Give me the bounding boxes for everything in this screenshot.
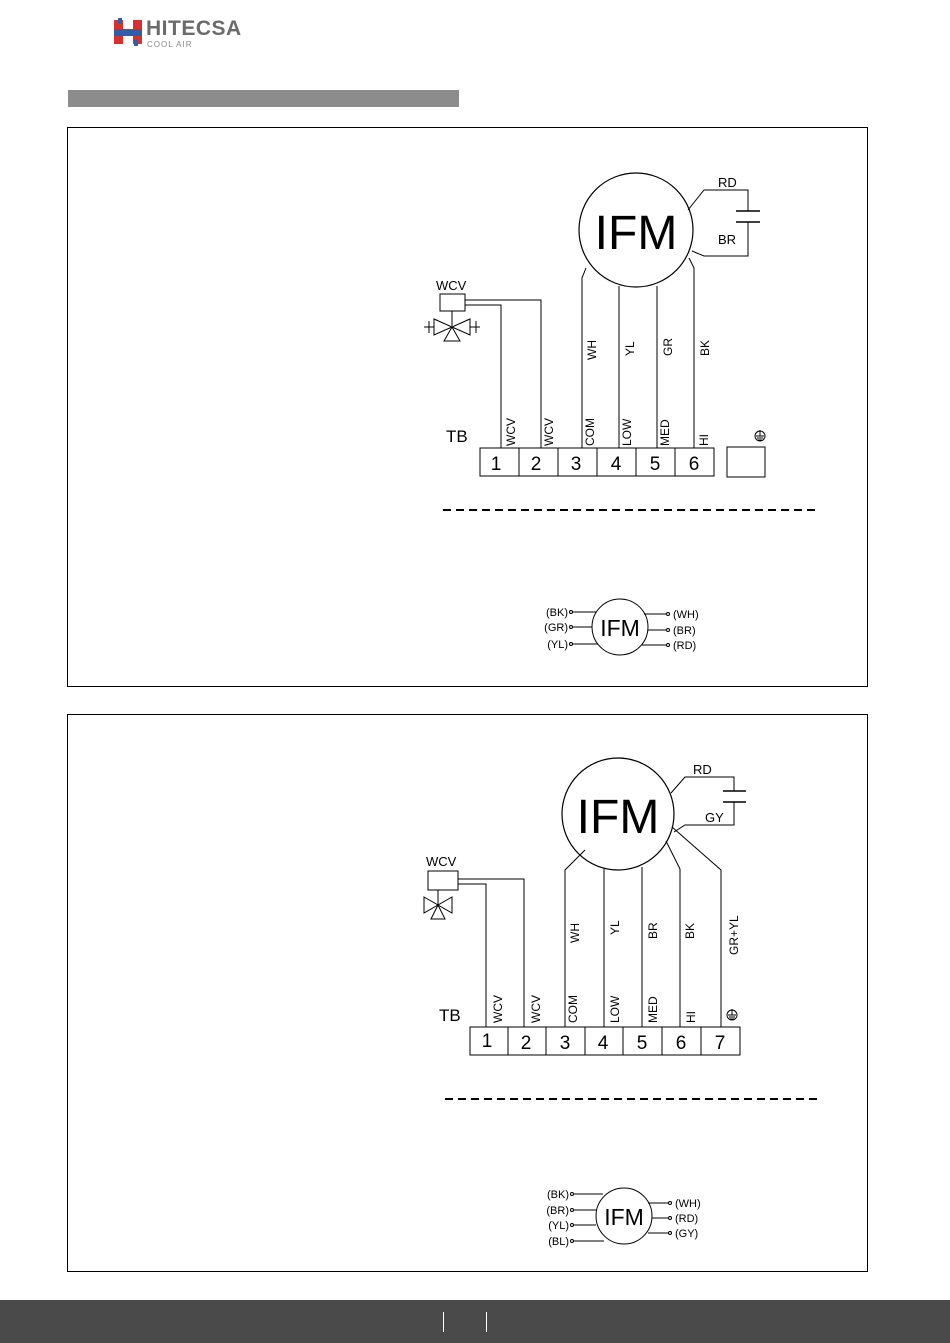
- mini-lead-left-3: (YL): [548, 1220, 569, 1232]
- motor-wire-bk: [666, 841, 680, 1027]
- logo-mark-icon: [112, 16, 144, 48]
- mini-lead-left-4: (BL): [548, 1236, 569, 1248]
- terminal-label-hi: HI: [697, 434, 711, 446]
- footer-divider-left: [443, 1312, 444, 1332]
- terminal-block-label: TB: [446, 427, 468, 446]
- wire-label-yl: YL: [623, 341, 637, 356]
- capacitor-wire-gy: [674, 802, 734, 832]
- mini-motor-label: IFM: [604, 1204, 644, 1230]
- terminal-label-wcv-2: WCV: [542, 418, 556, 446]
- mini-lead-right-3: (RD): [673, 640, 696, 652]
- mini-lead-right-1: (WH): [675, 1198, 701, 1210]
- ground-icon: [755, 430, 765, 441]
- wiring-diagram-panel-2: IFM RD GY WH YL BR BK GR+YL WCV WCV WCV …: [67, 714, 868, 1272]
- terminal-number-6: 6: [676, 1033, 687, 1054]
- wiring-diagram-1: IFM RD BR WH YL GR BK WCV WCV WCV COM LO…: [68, 128, 867, 686]
- terminal-number-6: 6: [689, 454, 700, 475]
- terminal-number-5: 5: [637, 1033, 648, 1054]
- capacitor-wire-rd: [688, 190, 748, 211]
- wire-label-bk: BK: [683, 923, 697, 939]
- wire-label-gr: GR: [661, 338, 675, 356]
- valve-label: WCV: [426, 854, 457, 869]
- motor-label: IFM: [577, 791, 660, 844]
- wire-label-yl: YL: [608, 920, 622, 935]
- terminal-number-1: 1: [482, 1031, 493, 1052]
- terminal-label-hi: HI: [684, 1011, 698, 1023]
- wire-label-wh: WH: [585, 340, 599, 360]
- wire-label-bk: BK: [698, 340, 712, 356]
- brand-logo: HITECSA COOL AIR: [112, 16, 282, 50]
- mini-lead-right-3: (GY): [675, 1228, 698, 1240]
- wiring-diagram-2: IFM RD GY WH YL BR BK GR+YL WCV WCV WCV …: [68, 715, 867, 1271]
- wiring-diagram-panel-1: IFM RD BR WH YL GR BK WCV WCV WCV COM LO…: [67, 127, 868, 687]
- mini-lead-left-1: (BK): [546, 607, 568, 619]
- terminal-label-com: COM: [566, 995, 580, 1023]
- motor-wire-bk: [689, 258, 694, 448]
- valve-wire-1: [458, 884, 486, 1027]
- terminal-block-label: TB: [439, 1006, 461, 1025]
- mini-lead-right-2: (RD): [675, 1213, 698, 1225]
- mini-lead-right-2: (BR): [673, 625, 696, 637]
- wire-label-wh: WH: [568, 923, 582, 943]
- ground-terminal: [727, 447, 765, 477]
- valve-label: WCV: [436, 278, 467, 293]
- mini-lead-left-1: (BK): [547, 1189, 569, 1201]
- terminal-number-3: 3: [571, 454, 582, 475]
- wire-label-gr-yl: GR+YL: [727, 915, 741, 955]
- terminal-number-2: 2: [521, 1033, 532, 1054]
- terminal-label-low: LOW: [620, 418, 634, 446]
- terminal-label-med: MED: [658, 419, 672, 446]
- valve-actuator: [428, 871, 458, 890]
- page-footer: [0, 1300, 950, 1343]
- mini-lead-left-3: (YL): [547, 639, 568, 651]
- capacitor-label-gy: GY: [705, 810, 724, 825]
- terminal-number-3: 3: [560, 1033, 571, 1054]
- wire-label-br: BR: [646, 922, 660, 939]
- terminal-label-wcv-1: WCV: [491, 995, 505, 1023]
- capacitor-label-rd: RD: [718, 175, 737, 190]
- terminal-number-2: 2: [531, 454, 542, 475]
- terminal-label-com: COM: [583, 418, 597, 446]
- capacitor-label-br: BR: [718, 232, 736, 247]
- terminal-number-4: 4: [611, 454, 622, 475]
- mini-lead-right-1: (WH): [673, 609, 699, 621]
- mini-motor-label: IFM: [600, 615, 640, 641]
- mini-lead-left-2: (BR): [546, 1205, 569, 1217]
- terminal-number-7: 7: [715, 1033, 726, 1054]
- ground-icon: [727, 1009, 737, 1020]
- terminal-label-low: LOW: [608, 995, 622, 1023]
- mini-lead-left-2: (GR): [544, 622, 568, 634]
- terminal-label-med: MED: [646, 996, 660, 1023]
- brand-tagline: COOL AIR: [147, 40, 193, 49]
- footer-divider-right: [486, 1312, 487, 1332]
- capacitor-label-rd: RD: [693, 762, 712, 777]
- terminal-label-wcv-2: WCV: [529, 995, 543, 1023]
- terminal-label-wcv-1: WCV: [504, 418, 518, 446]
- valve-actuator: [440, 294, 465, 311]
- terminal-number-1: 1: [491, 454, 502, 475]
- section-title-bar: [68, 90, 459, 107]
- terminal-number-4: 4: [598, 1033, 609, 1054]
- brand-name: HITECSA: [146, 17, 242, 41]
- motor-label: IFM: [595, 207, 678, 260]
- terminal-number-5: 5: [650, 454, 661, 475]
